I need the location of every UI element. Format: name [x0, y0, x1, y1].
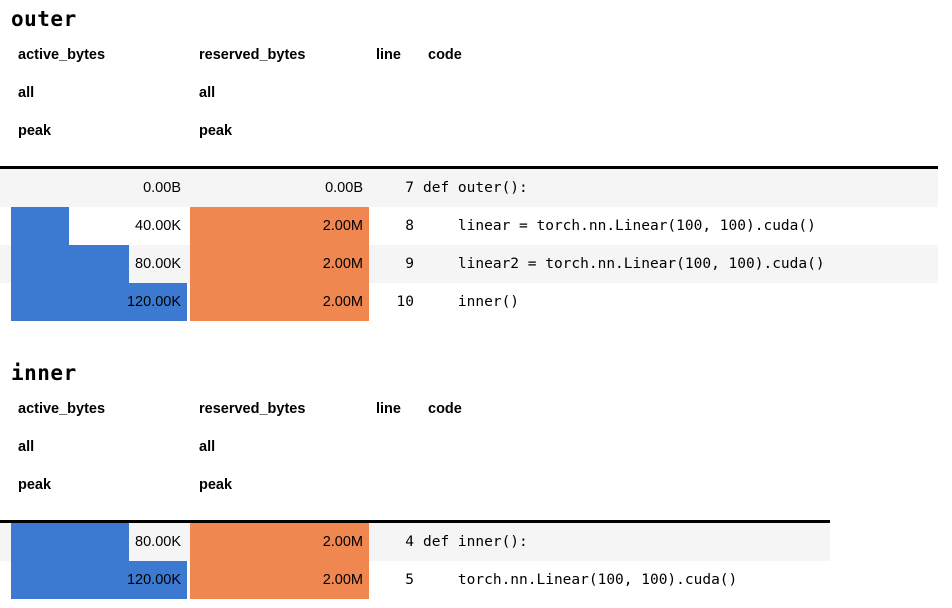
column-subheader-active-all: all [18, 85, 35, 101]
table-row[interactable]: 40.00K 2.00M 8 linear = torch.nn.Linear(10… [0, 207, 938, 245]
reserved-bytes-value: 2.00M [322, 294, 363, 310]
column-header-active-bytes: active_bytes [18, 47, 106, 63]
code-line: linear = torch.nn.Linear(100, 100).cuda(… [423, 218, 816, 234]
reserved-bytes-value: 2.00M [322, 218, 363, 234]
column-subheader-active-peak: peak [18, 123, 52, 139]
column-header-active-bytes: active_bytes [18, 401, 106, 417]
header-rule [0, 520, 830, 523]
table-row[interactable]: 0.00B 0.00B 7 def outer(): [0, 169, 938, 207]
table-row[interactable]: 120.00K 2.00M 10 inner() [0, 283, 938, 321]
reserved-bytes-bar [190, 245, 369, 283]
active-bytes-value: 80.00K [135, 534, 181, 550]
column-subheader-active-peak: peak [18, 477, 52, 493]
line-number: 10 [396, 294, 414, 310]
table-header-row: peak peak [18, 476, 952, 514]
column-header-reserved-bytes: reserved_bytes [199, 47, 306, 63]
reserved-bytes-cell: 2.00M [190, 523, 369, 561]
table-body: 0.00B 0.00B 7 def outer(): 40.00K 2.00M 8 line… [0, 169, 952, 321]
table-header-row: active_bytes reserved_bytes line code [18, 400, 952, 438]
table-header-row: all all [18, 438, 952, 476]
code-line: torch.nn.Linear(100, 100).cuda() [423, 572, 738, 588]
column-subheader-reserved-all: all [199, 439, 216, 455]
code-line: def inner(): [423, 534, 528, 550]
active-bytes-value: 120.00K [126, 572, 181, 588]
table-row[interactable]: 80.00K 2.00M 9 linear2 = torch.nn.Linear(1… [0, 245, 938, 283]
header-rule [0, 166, 938, 169]
table-row[interactable]: 80.00K 2.00M 4 def inner(): [0, 523, 830, 561]
table-body: 80.00K 2.00M 4 def inner(): 120.00K 2.00M 5 to… [0, 523, 952, 599]
line-number: 8 [405, 218, 414, 234]
line-number: 4 [405, 534, 414, 550]
reserved-bytes-cell: 2.00M [190, 245, 369, 283]
section-title: outer [11, 7, 77, 31]
reserved-bytes-value: 0.00B [325, 180, 363, 196]
column-subheader-reserved-peak: peak [199, 477, 233, 493]
column-header-code: code [428, 47, 462, 63]
column-subheader-reserved-all: all [199, 85, 216, 101]
reserved-bytes-value: 2.00M [322, 572, 363, 588]
reserved-bytes-value: 2.00M [322, 534, 363, 550]
active-bytes-bar [11, 523, 129, 561]
reserved-bytes-bar [190, 283, 369, 321]
column-header-code: code [428, 401, 462, 417]
code-line: def outer(): [423, 180, 528, 196]
line-number: 5 [405, 572, 414, 588]
active-bytes-value: 40.00K [135, 218, 181, 234]
column-subheader-reserved-peak: peak [199, 123, 233, 139]
reserved-bytes-cell: 2.00M [190, 561, 369, 599]
code-line: inner() [423, 294, 520, 310]
active-bytes-cell: 80.00K [11, 523, 187, 561]
table-header-row: all all [18, 84, 952, 122]
table-header-row: active_bytes reserved_bytes line code [18, 46, 952, 84]
active-bytes-bar [11, 561, 187, 599]
active-bytes-cell: 80.00K [11, 245, 187, 283]
column-subheader-active-all: all [18, 439, 35, 455]
reserved-bytes-value: 2.00M [322, 256, 363, 272]
column-header-reserved-bytes: reserved_bytes [199, 401, 306, 417]
active-bytes-cell: 120.00K [11, 283, 187, 321]
line-number: 9 [405, 256, 414, 272]
active-bytes-bar [11, 245, 129, 283]
reserved-bytes-cell: 2.00M [190, 207, 369, 245]
active-bytes-value: 0.00B [143, 180, 181, 196]
active-bytes-bar [11, 283, 187, 321]
active-bytes-cell: 40.00K [11, 207, 187, 245]
reserved-bytes-cell: 2.00M [190, 283, 369, 321]
line-number: 7 [405, 180, 414, 196]
section-title: inner [11, 361, 77, 385]
column-header-line: line [376, 401, 401, 417]
active-bytes-cell: 120.00K [11, 561, 187, 599]
table-header-row: peak peak [18, 122, 952, 160]
table-row[interactable]: 120.00K 2.00M 5 torch.nn.Linear(100, 100).… [0, 561, 830, 599]
reserved-bytes-bar [190, 523, 369, 561]
reserved-bytes-bar [190, 561, 369, 599]
active-bytes-bar [11, 207, 70, 245]
reserved-bytes-bar [190, 207, 369, 245]
active-bytes-value: 80.00K [135, 256, 181, 272]
active-bytes-cell: 0.00B [11, 169, 187, 207]
code-line: linear2 = torch.nn.Linear(100, 100).cuda… [423, 256, 825, 272]
reserved-bytes-cell: 0.00B [190, 169, 369, 207]
column-header-line: line [376, 47, 401, 63]
active-bytes-value: 120.00K [126, 294, 181, 310]
